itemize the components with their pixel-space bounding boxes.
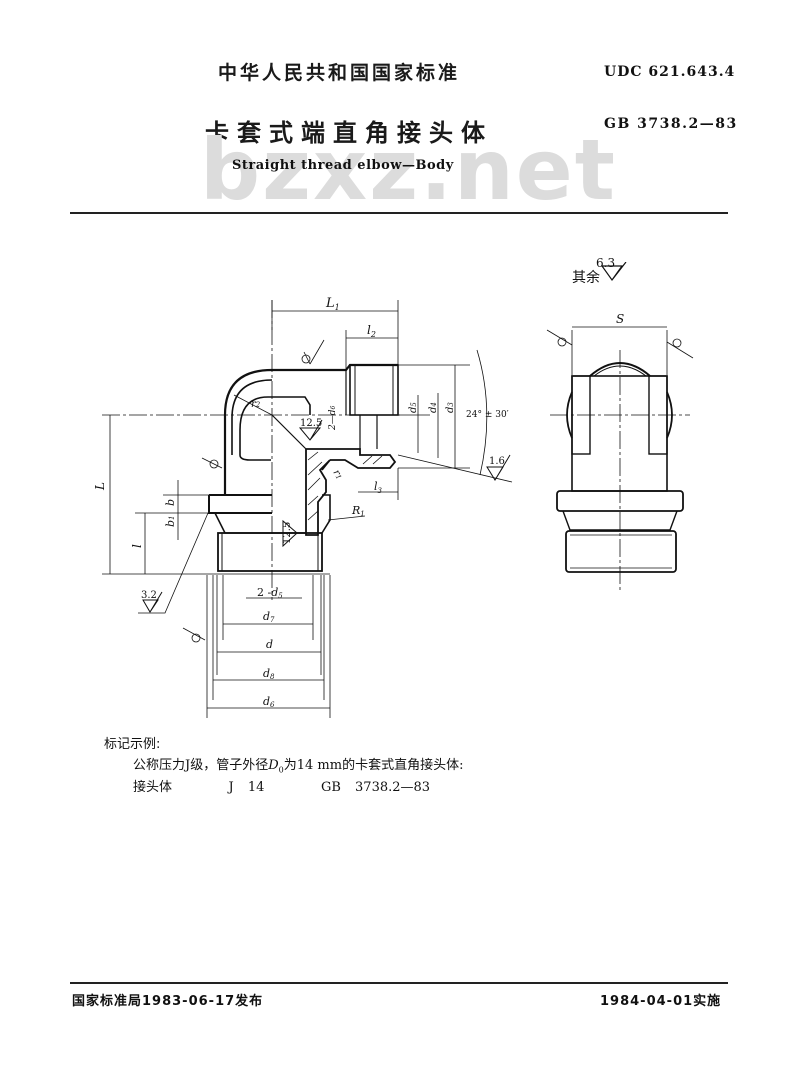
roughness-12-5-a: 12.5 xyxy=(300,418,322,429)
line1-prefix: 公称压力J级，管子外径 xyxy=(133,758,269,773)
dim-d4: d4 xyxy=(428,402,439,413)
marking-example-line2: 接头体 J 14 GB 3738.2—83 xyxy=(133,776,430,795)
surface-note-label: 其余 xyxy=(572,270,600,286)
issue-date: 国家标准局1983-06-17发布 xyxy=(72,994,264,1009)
watermark: bzxz.net xyxy=(200,121,617,219)
marking-standard-no: GB 3738.2—83 xyxy=(320,780,431,795)
line1-var: D xyxy=(268,758,279,773)
marking-example-title: 标记示例: xyxy=(104,737,161,752)
engineering-drawing: L1 l2 L l b b1 l3 d5 d4 d3 24° ± 30′ 2—d… xyxy=(93,296,694,718)
dim-S: S xyxy=(616,312,624,326)
marking-example-line1: 公称压力J级，管子外径D0为14 mm的卡套式直角接头体: xyxy=(133,754,463,775)
dim-b1: b1 xyxy=(164,515,177,527)
dim-d7: d7 xyxy=(263,610,275,624)
standard-number: GB 3738.2—83 xyxy=(604,116,738,132)
marking-part-code: J 14 xyxy=(228,780,265,795)
standard-org: 中华人民共和国国家标准 xyxy=(218,62,461,84)
dim-2-d6: 2—d6 xyxy=(328,406,338,432)
dim-R1: R1 xyxy=(351,504,365,518)
dim-d: d xyxy=(266,638,273,651)
dim-2-d5: 2 -d5 xyxy=(257,586,283,600)
dim-r1: r1 xyxy=(330,468,344,482)
dim-l2: l2 xyxy=(367,323,376,339)
dim-L: L xyxy=(93,482,107,491)
dim-d6: d6 xyxy=(263,695,275,709)
header-divider xyxy=(70,212,728,214)
effective-date: 1984-04-01实施 xyxy=(600,994,722,1009)
dim-l: l xyxy=(130,544,144,548)
footer-divider xyxy=(70,982,728,984)
roughness-1-6: 1.6 xyxy=(489,456,505,467)
dim-r2: r2 xyxy=(251,399,261,410)
marking-part-name: 接头体 xyxy=(133,780,173,795)
dim-b: b xyxy=(164,499,177,506)
dim-l3: l3 xyxy=(374,480,383,495)
line1-sub: 0 xyxy=(278,765,284,775)
page-title: 卡套式端直角接头体 xyxy=(205,119,493,147)
dim-d8: d8 xyxy=(263,667,275,681)
english-title: Straight thread elbow—Body xyxy=(232,158,454,173)
angle-note: 24° ± 30′ xyxy=(466,410,509,420)
dim-L1: L1 xyxy=(325,296,340,312)
udc-number: UDC 621.643.4 xyxy=(604,64,736,80)
line1-suffix: 为14 mm的卡套式直角接头体: xyxy=(283,758,464,773)
dim-d5: d5 xyxy=(408,402,419,413)
roughness-symbol-icon xyxy=(600,262,627,282)
roughness-3-2: 3.2 xyxy=(141,590,157,601)
roughness-12-5-b: 12.5 xyxy=(282,522,293,544)
dim-d3: d3 xyxy=(445,402,456,413)
